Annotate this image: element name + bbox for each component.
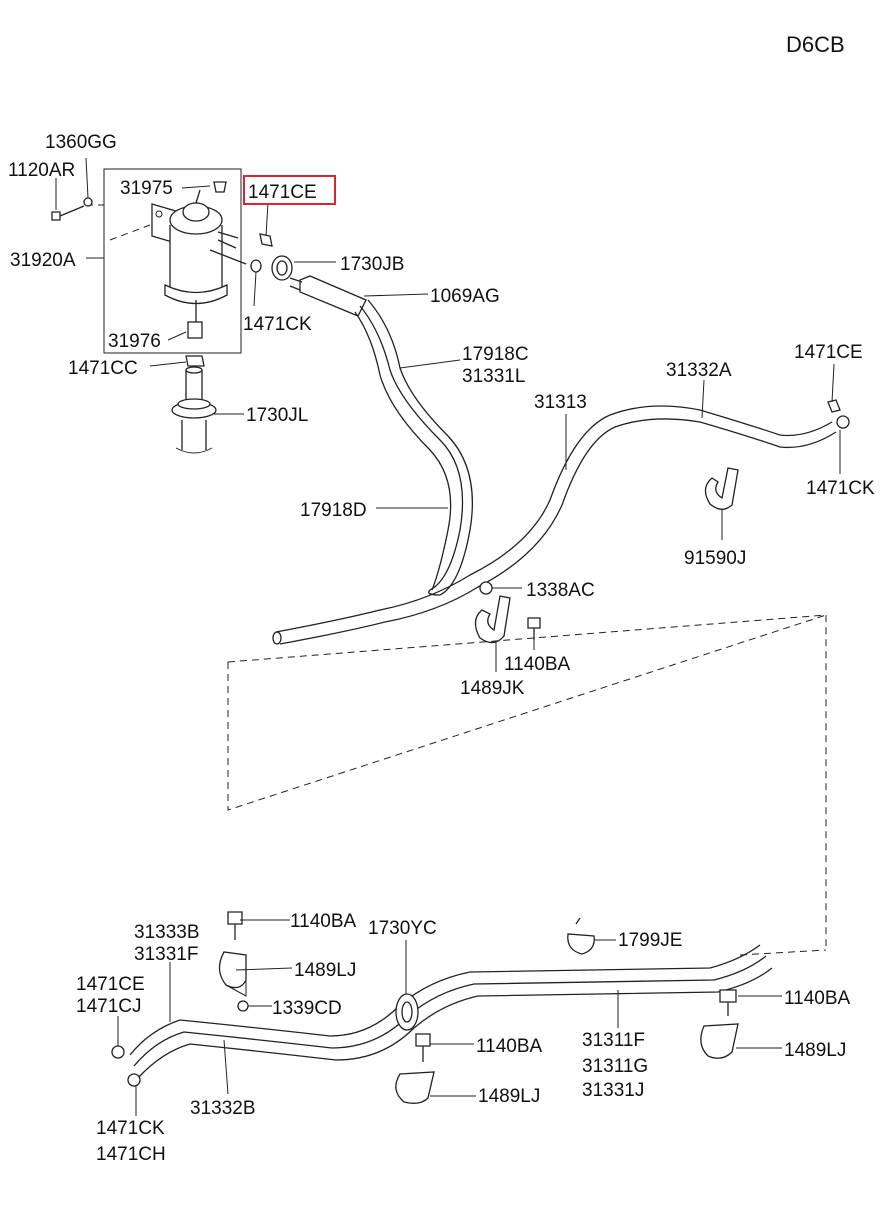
clip-1471ce-right	[827, 399, 841, 413]
filter-bottom-ring	[164, 283, 228, 305]
callout-1489lj-br[interactable]: 1489LJ	[784, 1040, 846, 1061]
callout-1360gg[interactable]: 1360GG	[45, 132, 117, 153]
callout-31976[interactable]: 31976	[108, 331, 161, 352]
callout-31920a[interactable]: 31920A	[10, 250, 76, 271]
pipe-clamp-1489jk	[474, 595, 511, 644]
fuel-tube-17918d	[354, 311, 452, 591]
hose-clamp-1471ck-top	[250, 259, 262, 273]
bolt-1140ba-bc	[415, 1033, 431, 1062]
washer-1360gg	[83, 197, 93, 207]
callout-1471ce-highlighted[interactable]: 1471CE	[248, 182, 317, 203]
callout-31331j[interactable]: 31331J	[582, 1080, 644, 1101]
projection-outline	[227, 614, 827, 950]
pipe-end-left	[272, 631, 282, 645]
callout-1140ba-bc[interactable]: 1140BA	[476, 1036, 543, 1057]
bolt-1120ar	[51, 205, 85, 221]
callout-1471ce-right[interactable]: 1471CE	[794, 342, 863, 363]
callout-1471cc[interactable]: 1471CC	[68, 358, 138, 379]
callout-1489lj-bl[interactable]: 1489LJ	[294, 960, 356, 981]
callout-17918c[interactable]: 17918C	[462, 344, 529, 365]
callout-1140ba-br[interactable]: 1140BA	[784, 988, 851, 1009]
callout-1471ck-right[interactable]: 1471CK	[806, 478, 875, 499]
lower-fuel-lines	[111, 911, 773, 1104]
callout-1140ba-bl[interactable]: 1140BA	[290, 911, 357, 932]
callout-1471cj[interactable]: 1471CJ	[76, 996, 142, 1017]
callout-1338ac[interactable]: 1338AC	[526, 580, 595, 601]
clamp-1471ck-left	[127, 1073, 141, 1087]
clip-1471ce-left	[111, 1045, 125, 1059]
callout-1339cd[interactable]: 1339CD	[272, 998, 342, 1019]
pipe-clamp-1489lj-br	[700, 1023, 739, 1059]
bolt-1140ba-mid	[527, 617, 541, 640]
callout-1471ck-bl[interactable]: 1471CK	[96, 1118, 165, 1139]
callout-1730yc[interactable]: 1730YC	[368, 918, 437, 939]
callout-1471ch[interactable]: 1471CH	[96, 1144, 166, 1165]
leader-lines	[55, 157, 841, 1116]
callout-31331f[interactable]: 31331F	[134, 944, 198, 965]
callout-1730jl[interactable]: 1730JL	[246, 405, 308, 426]
callout-1730jb[interactable]: 1730JB	[340, 254, 404, 275]
upper-fuel-lines	[271, 255, 850, 645]
fuel-filter-body	[169, 225, 223, 301]
callout-1489lj-bc[interactable]: 1489LJ	[478, 1086, 540, 1107]
drain-hose	[185, 370, 203, 400]
callout-31313[interactable]: 31313	[534, 392, 587, 413]
filter-outlet-nipple	[217, 231, 239, 249]
clip-1799je	[567, 933, 595, 955]
callout-91590j[interactable]: 91590J	[684, 548, 746, 569]
callout-1140ba-mid[interactable]: 1140BA	[504, 654, 571, 675]
fuel-tube-17918c	[359, 305, 464, 591]
fuel-hose-1069ag	[299, 275, 367, 317]
filter-dashed-leader	[86, 204, 151, 241]
callout-31311f[interactable]: 31311F	[582, 1030, 645, 1051]
bolt-1140ba-bl	[227, 911, 243, 940]
air-vent-screw-31975	[213, 181, 227, 193]
diagram-code: D6CB	[786, 32, 845, 57]
callout-1069ag[interactable]: 1069AG	[430, 286, 500, 307]
bolt-1140ba-br	[719, 989, 737, 1016]
fuel-filter-assembly	[51, 168, 273, 454]
filter-top-dome	[182, 202, 210, 222]
callout-31331l[interactable]: 31331L	[462, 366, 525, 387]
main-fuel-pipe-31313	[275, 405, 833, 633]
pipe-clamp-91590j	[704, 467, 739, 510]
callout-1471ce-bl[interactable]: 1471CE	[76, 974, 145, 995]
clamp-1471ck-right	[836, 415, 850, 429]
hose-clip-1471ce-top	[259, 233, 273, 247]
callout-17918d[interactable]: 17918D	[300, 500, 367, 521]
callout-31332a[interactable]: 31332A	[666, 360, 732, 381]
callout-1471ck-top[interactable]: 1471CK	[243, 314, 312, 335]
callout-1799je[interactable]: 1799JE	[618, 930, 682, 951]
highlight-box	[243, 175, 336, 205]
drain-plug-31976	[187, 321, 203, 339]
callout-1489jk[interactable]: 1489JK	[460, 678, 525, 699]
callout-31975[interactable]: 31975	[120, 178, 173, 199]
nut-1339cd	[237, 1000, 249, 1012]
callout-31332b[interactable]: 31332B	[190, 1098, 256, 1119]
hose-clamp-1471cc	[185, 355, 205, 367]
callout-31333b[interactable]: 31333B	[134, 922, 200, 943]
nut-1338ac	[479, 581, 493, 595]
pipe-clamp-1489lj-bc	[395, 1071, 435, 1104]
filter-group-box	[103, 168, 242, 354]
bracket-hole	[155, 210, 163, 218]
callout-labels: 1360GG 1120AR 31975 1471CE 31920A 1730JB…	[8, 132, 875, 1165]
callout-31311g[interactable]: 31311G	[582, 1056, 648, 1077]
callout-1120ar[interactable]: 1120AR	[8, 160, 75, 181]
